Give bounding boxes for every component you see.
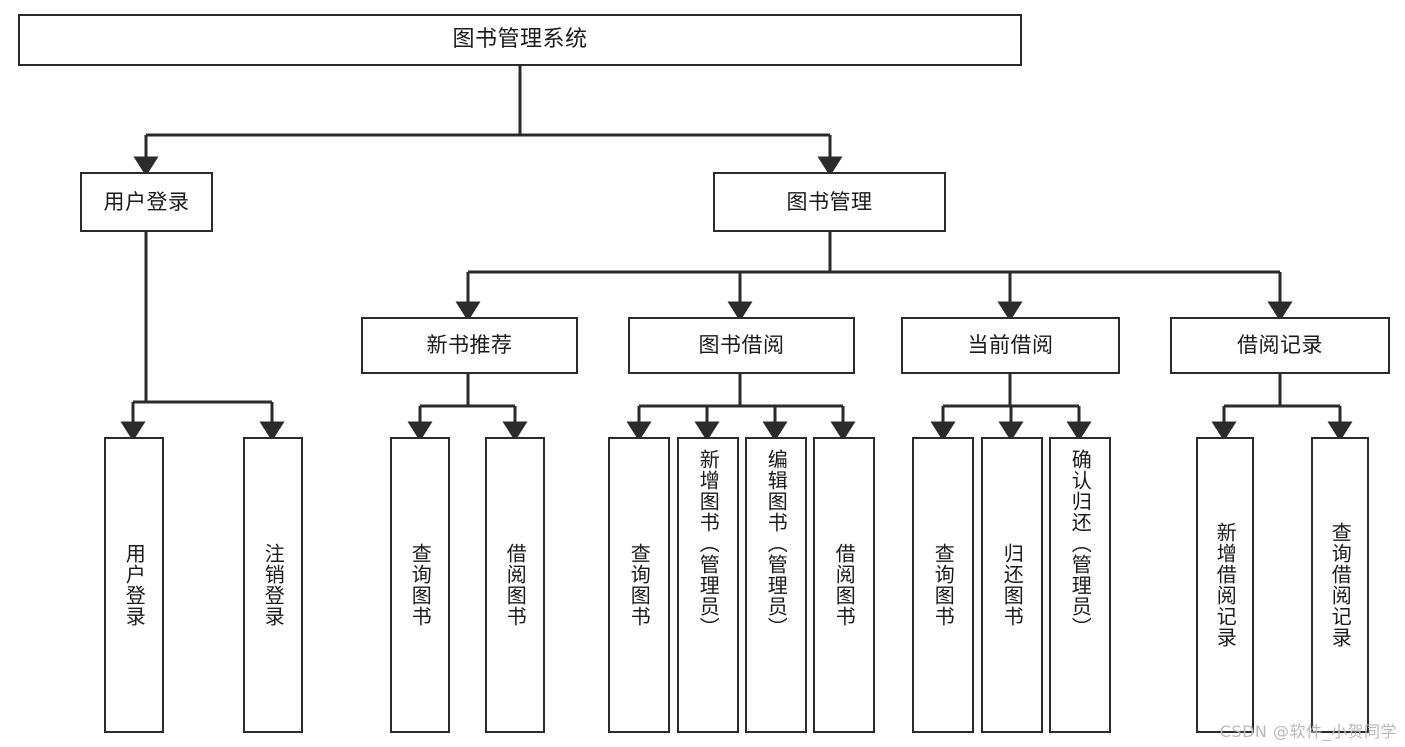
node-leaf-add-record[interactable]: 新增借阅记录	[1196, 437, 1254, 733]
node-leaf-edit-book-label: 编辑图书（管理员）	[764, 449, 789, 638]
node-leaf-confirm-return-label: 确认归还（管理员）	[1068, 449, 1093, 638]
node-leaf-query-book-2[interactable]: 查询图书	[608, 437, 670, 733]
node-leaf-query-book-1-label: 查询图书	[408, 543, 433, 627]
node-leaf-confirm-return[interactable]: 确认归还（管理员）	[1049, 437, 1111, 733]
node-new-book-recommend[interactable]: 新书推荐	[361, 317, 578, 374]
node-leaf-add-book[interactable]: 新增图书（管理员）	[677, 437, 739, 733]
node-leaf-edit-book[interactable]: 编辑图书（管理员）	[745, 437, 807, 733]
node-leaf-logout-login-label: 注销登录	[261, 543, 286, 627]
node-leaf-add-book-label: 新增图书（管理员）	[696, 449, 721, 638]
node-leaf-logout-login[interactable]: 注销登录	[243, 437, 303, 733]
node-user-login-label: 用户登录	[103, 189, 190, 214]
node-current-borrow-label: 当前借阅	[967, 333, 1054, 358]
watermark: CSDN @软件_小贺同学	[1219, 722, 1397, 741]
node-leaf-query-book-3[interactable]: 查询图书	[912, 437, 974, 733]
node-user-login[interactable]: 用户登录	[80, 172, 213, 232]
node-leaf-return-book-label: 归还图书	[1000, 543, 1025, 627]
node-book-borrow-label: 图书借阅	[698, 333, 785, 358]
node-leaf-query-book-3-label: 查询图书	[931, 543, 956, 627]
node-borrow-record-label: 借阅记录	[1237, 333, 1323, 358]
node-root-label: 图书管理系统	[452, 27, 588, 53]
node-leaf-borrow-book-2-label: 借阅图书	[832, 543, 857, 627]
node-leaf-query-record-label: 查询借阅记录	[1328, 522, 1353, 648]
node-leaf-borrow-book-1-label: 借阅图书	[503, 543, 528, 627]
node-leaf-add-record-label: 新增借阅记录	[1213, 522, 1238, 648]
node-borrow-record[interactable]: 借阅记录	[1170, 317, 1390, 374]
node-book-management-label: 图书管理	[786, 189, 873, 214]
node-book-management[interactable]: 图书管理	[713, 172, 946, 232]
node-leaf-query-book-1[interactable]: 查询图书	[390, 437, 450, 733]
node-new-book-recommend-label: 新书推荐	[426, 333, 513, 358]
node-leaf-borrow-book-2[interactable]: 借阅图书	[813, 437, 875, 733]
node-leaf-query-record[interactable]: 查询借阅记录	[1311, 437, 1369, 733]
node-leaf-user-login[interactable]: 用户登录	[104, 437, 164, 733]
node-current-borrow[interactable]: 当前借阅	[901, 317, 1120, 374]
node-book-borrow[interactable]: 图书借阅	[628, 317, 855, 374]
node-leaf-borrow-book-1[interactable]: 借阅图书	[485, 437, 545, 733]
node-leaf-return-book[interactable]: 归还图书	[981, 437, 1043, 733]
node-leaf-query-book-2-label: 查询图书	[627, 543, 652, 627]
node-root[interactable]: 图书管理系统	[18, 14, 1022, 66]
node-leaf-user-login-label: 用户登录	[122, 543, 147, 627]
